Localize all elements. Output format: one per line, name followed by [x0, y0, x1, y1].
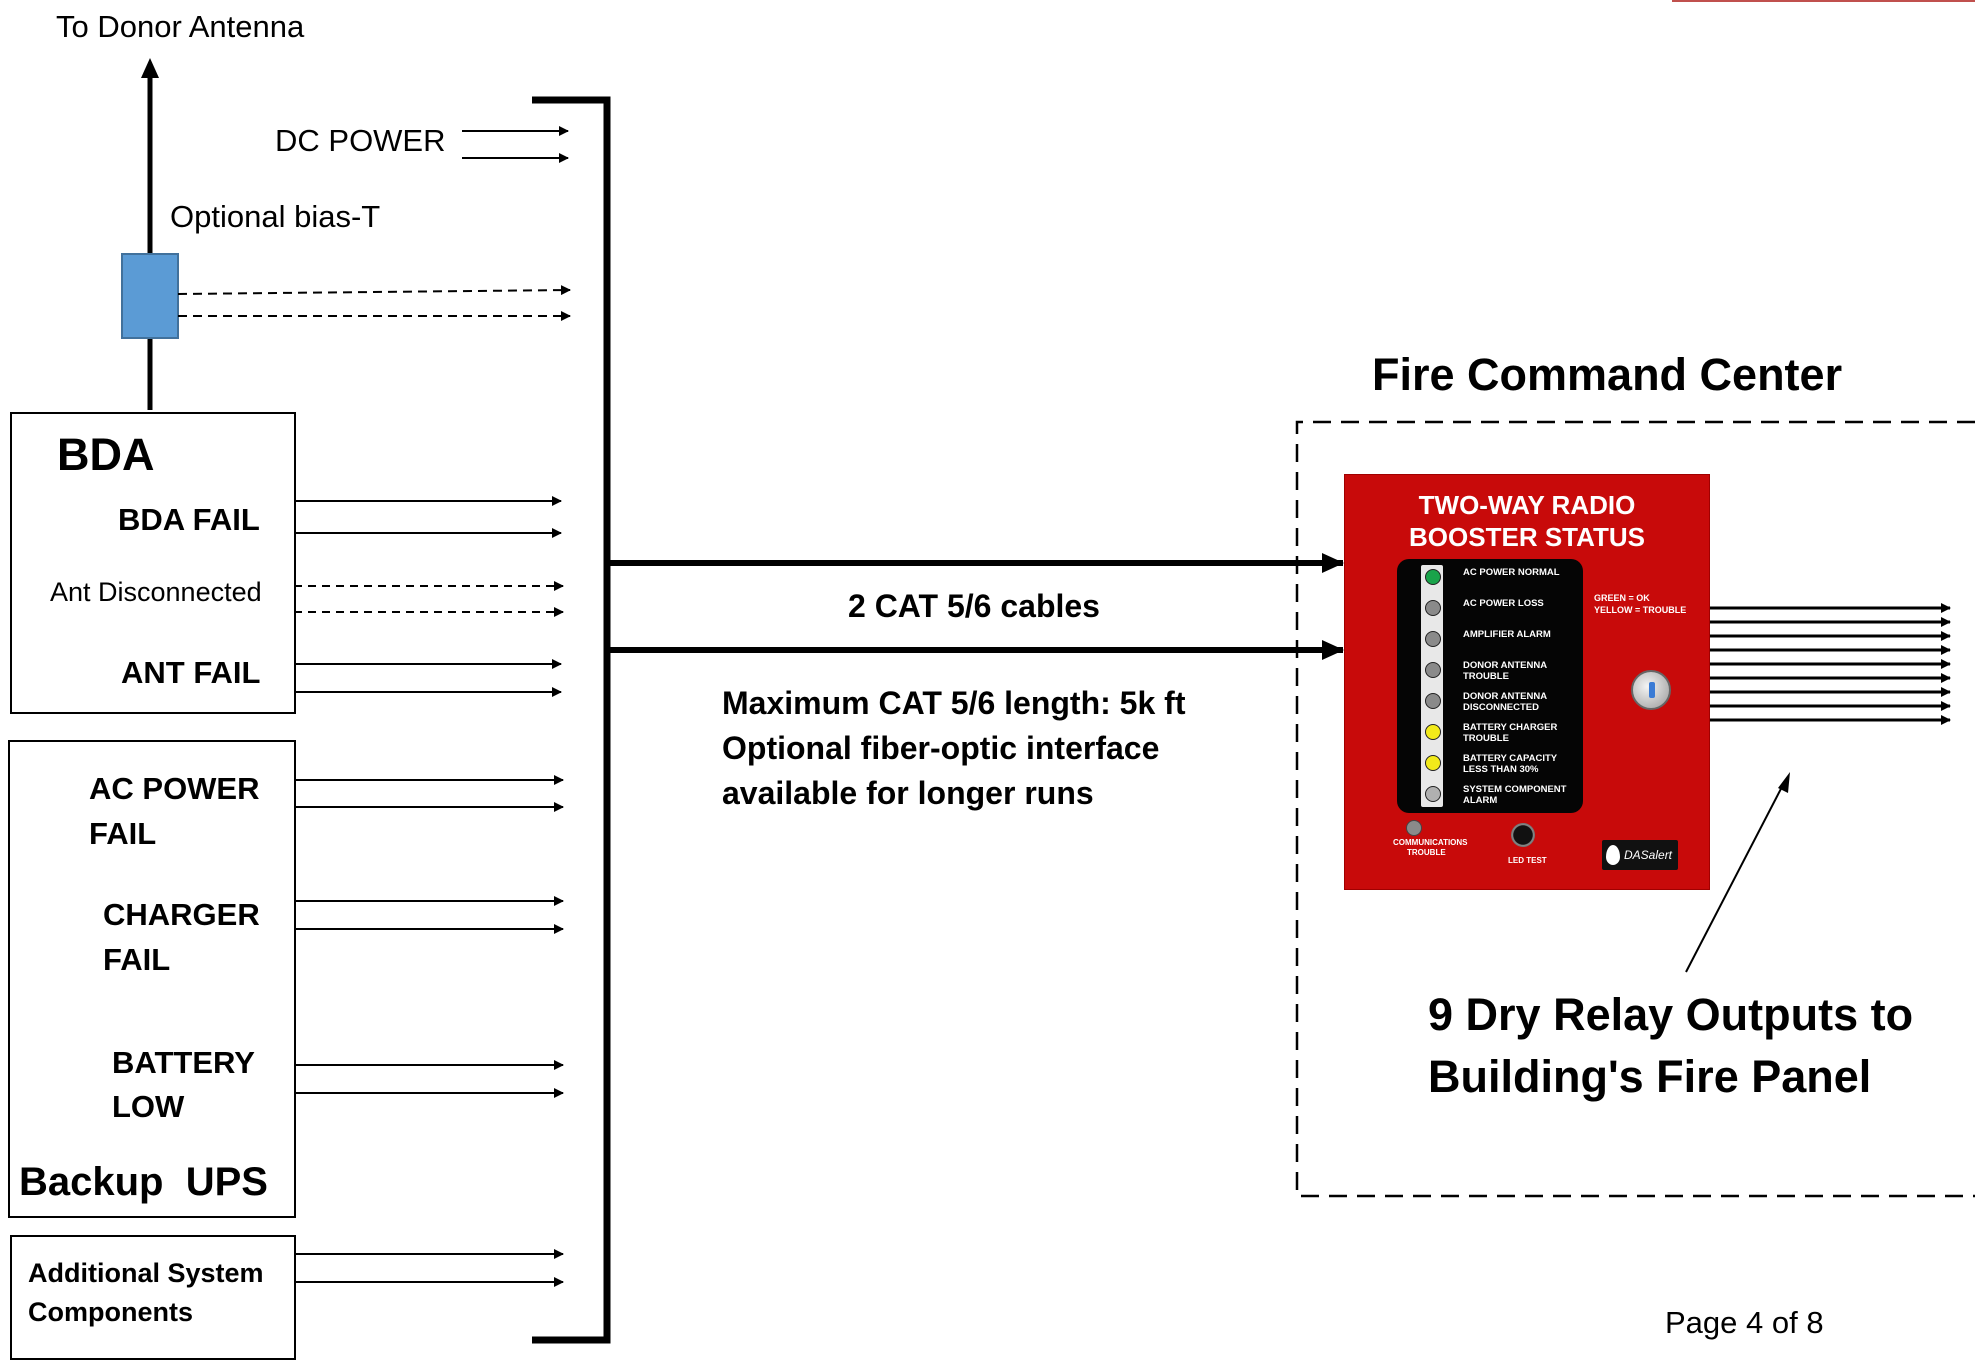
bias-t-label: Optional bias-T: [170, 199, 381, 234]
bias-t-block: [121, 253, 179, 339]
bias-t-signal-1: [177, 285, 571, 296]
relay-pointer-head: [1778, 772, 1790, 793]
brand-logo: DASalert: [1602, 840, 1678, 870]
indicator-label: AC POWER LOSS: [1463, 598, 1544, 609]
bda-fail-label: BDA FAIL: [118, 502, 260, 537]
indicator-strip: AC POWER NORMAL AC POWER LOSS AMPLIFIER AL…: [1397, 559, 1583, 813]
battery-low-label-2: LOW: [112, 1089, 185, 1124]
booster-status-panel: TWO-WAY RADIO BOOSTER STATUS AC POWER NO…: [1344, 474, 1710, 890]
additional-components-line2: Components: [28, 1297, 193, 1327]
key-switch-icon[interactable]: [1631, 670, 1671, 710]
indicator-row: DONOR ANTENNA DISCONNECTED: [1397, 685, 1583, 715]
cables-label: 2 CAT 5/6 cables: [848, 588, 1100, 624]
indicator-label: BATTERY CHARGER TROUBLE: [1463, 722, 1558, 744]
indicator-row: AMPLIFIER ALARM: [1397, 623, 1583, 653]
additional-components-line1: Additional System: [28, 1258, 264, 1288]
indicator-label: AC POWER NORMAL: [1463, 567, 1560, 578]
indicator-led: [1425, 693, 1441, 709]
comm-trouble-label-2: TROUBLE: [1407, 848, 1446, 857]
indicator-led: [1425, 786, 1441, 802]
ac-power-fail-label-1: AC POWER: [89, 771, 260, 806]
panel-title-line1: TWO-WAY RADIO: [1418, 490, 1636, 520]
charger-fail-label-1: CHARGER: [103, 897, 260, 932]
signal-bus-bracket: [532, 96, 611, 1344]
comm-trouble-led: [1406, 820, 1422, 836]
relay-outputs-line1: 9 Dry Relay Outputs to: [1428, 989, 1914, 1040]
key-slot-icon: [1649, 682, 1655, 698]
indicator-row: BATTERY CAPACITY LESS THAN 30%: [1397, 747, 1583, 777]
max-length-line2: Optional fiber-optic interface: [722, 730, 1160, 766]
flame-icon: [1606, 845, 1620, 865]
indicator-led: [1425, 755, 1441, 771]
relay-pointer-line: [1685, 780, 1786, 973]
indicator-label: AMPLIFIER ALARM: [1463, 629, 1551, 640]
dc-power-label: DC POWER: [275, 123, 446, 158]
indicator-row: BATTERY CHARGER TROUBLE: [1397, 716, 1583, 746]
indicator-led: [1425, 724, 1441, 740]
legend-green: GREEN = OK: [1594, 593, 1650, 603]
bda-box: BDA BDA FAIL Ant Disconnected ANT FAIL: [10, 412, 296, 714]
indicator-label: DONOR ANTENNA DISCONNECTED: [1463, 691, 1548, 713]
max-length-line1: Maximum CAT 5/6 length: 5k ft: [722, 685, 1186, 721]
indicator-row: AC POWER LOSS: [1397, 592, 1583, 622]
relay-output-arrows: [1710, 603, 1951, 725]
additional-components-box: Additional System Components: [10, 1235, 296, 1360]
bda-title: BDA: [57, 429, 155, 480]
indicator-row: SYSTEM COMPONENT ALARM: [1397, 778, 1583, 808]
backup-ups-title: Backup UPS: [19, 1160, 268, 1204]
max-length-line3: available for longer runs: [722, 775, 1094, 811]
panel-title-line2: BOOSTER STATUS: [1409, 522, 1645, 552]
indicator-label: BATTERY CAPACITY LESS THAN 30%: [1463, 753, 1558, 775]
battery-low-label-1: BATTERY: [112, 1045, 255, 1080]
fire-command-center-boundary: [1295, 420, 1975, 1198]
charger-fail-label-2: FAIL: [103, 942, 171, 977]
relay-outputs-line2: Building's Fire Panel: [1428, 1051, 1872, 1102]
indicator-row: AC POWER NORMAL: [1397, 561, 1583, 591]
fire-command-center-title: Fire Command Center: [1372, 349, 1843, 400]
comm-trouble-label-1: COMMUNICATIONS: [1393, 838, 1468, 847]
indicator-label: DONOR ANTENNA TROUBLE: [1463, 660, 1548, 682]
indicator-led: [1425, 600, 1441, 616]
backup-ups-box: AC POWER FAIL CHARGER FAIL BATTERY LOW B…: [8, 740, 296, 1218]
indicator-led: [1425, 569, 1441, 585]
ant-disconnected-label: Ant Disconnected: [50, 577, 262, 607]
indicator-row: DONOR ANTENNA TROUBLE: [1397, 654, 1583, 684]
brand-name: DASalert: [1624, 848, 1673, 862]
antenna-arrow-head: [141, 58, 159, 78]
legend-yellow: YELLOW = TROUBLE: [1594, 605, 1687, 615]
ant-fail-label: ANT FAIL: [121, 655, 261, 690]
indicator-led: [1425, 631, 1441, 647]
donor-antenna-label: To Donor Antenna: [56, 9, 305, 44]
ac-power-fail-label-2: FAIL: [89, 816, 157, 851]
page-number: Page 4 of 8: [1665, 1305, 1824, 1340]
indicator-led: [1425, 662, 1441, 678]
indicator-column: [1421, 565, 1443, 807]
led-test-label: LED TEST: [1508, 856, 1547, 865]
indicator-label: SYSTEM COMPONENT ALARM: [1463, 784, 1567, 806]
led-test-button[interactable]: [1511, 823, 1535, 847]
